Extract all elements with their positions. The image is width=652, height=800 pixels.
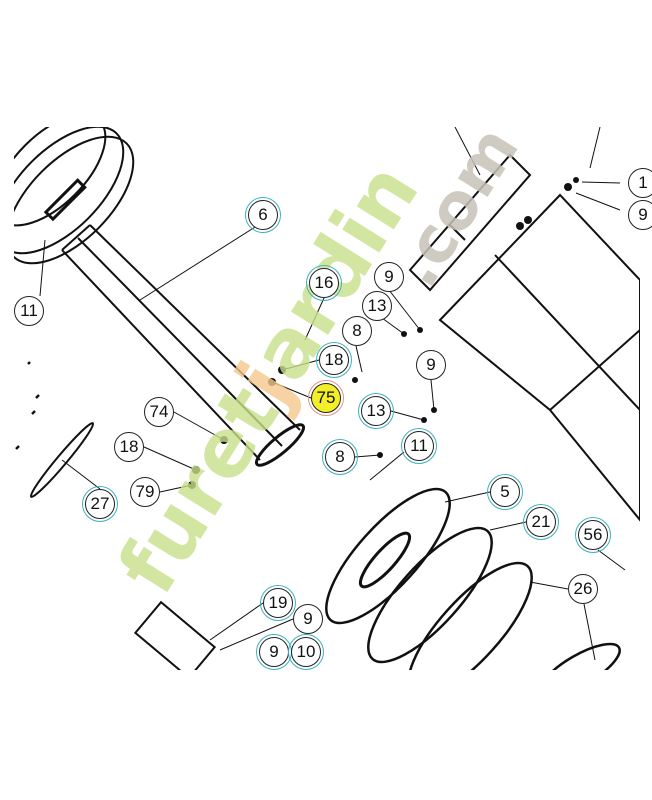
part-callout-10[interactable]: 10	[288, 634, 324, 670]
part-callout-18[interactable]: 18	[114, 432, 144, 462]
part-callout-11[interactable]: 11	[401, 428, 437, 464]
part-callout-5[interactable]: 5	[487, 474, 523, 510]
part-callout-6[interactable]: 6	[245, 197, 281, 233]
part-callout-8[interactable]: 8	[342, 316, 372, 346]
part-callout-9[interactable]: 9	[374, 262, 404, 292]
part-callout-9[interactable]: 9	[416, 350, 446, 380]
part-callout-16[interactable]: 16	[306, 265, 342, 301]
frame-panel	[438, 193, 640, 522]
part-callout-19[interactable]: 19	[260, 585, 296, 621]
bracket-top	[408, 153, 532, 292]
part-callout-11[interactable]: 11	[14, 296, 44, 326]
part-callout-18[interactable]: 18	[316, 342, 352, 378]
part-callout-75[interactable]: 75	[308, 380, 344, 416]
part-callout-79[interactable]: 79	[130, 477, 160, 507]
pulley-stack-top-left	[14, 127, 135, 265]
part-callout-13[interactable]: 13	[358, 393, 394, 429]
part-callout-13[interactable]: 13	[362, 291, 392, 321]
part-callout-9[interactable]: 9	[293, 604, 323, 634]
part-callout-56[interactable]: 56	[575, 517, 611, 553]
part-callout-26[interactable]: 26	[568, 574, 598, 604]
part-callout-8[interactable]: 8	[322, 439, 358, 475]
part-callout-9[interactable]: 9	[256, 634, 292, 670]
shaft-tube	[61, 224, 306, 467]
part-callout-9[interactable]: 9	[628, 200, 652, 230]
part-callout-21[interactable]: 21	[523, 504, 559, 540]
part-callout-1[interactable]: 1	[628, 168, 652, 198]
part-callout-74[interactable]: 74	[144, 397, 174, 427]
part-callout-27[interactable]: 27	[82, 486, 118, 522]
